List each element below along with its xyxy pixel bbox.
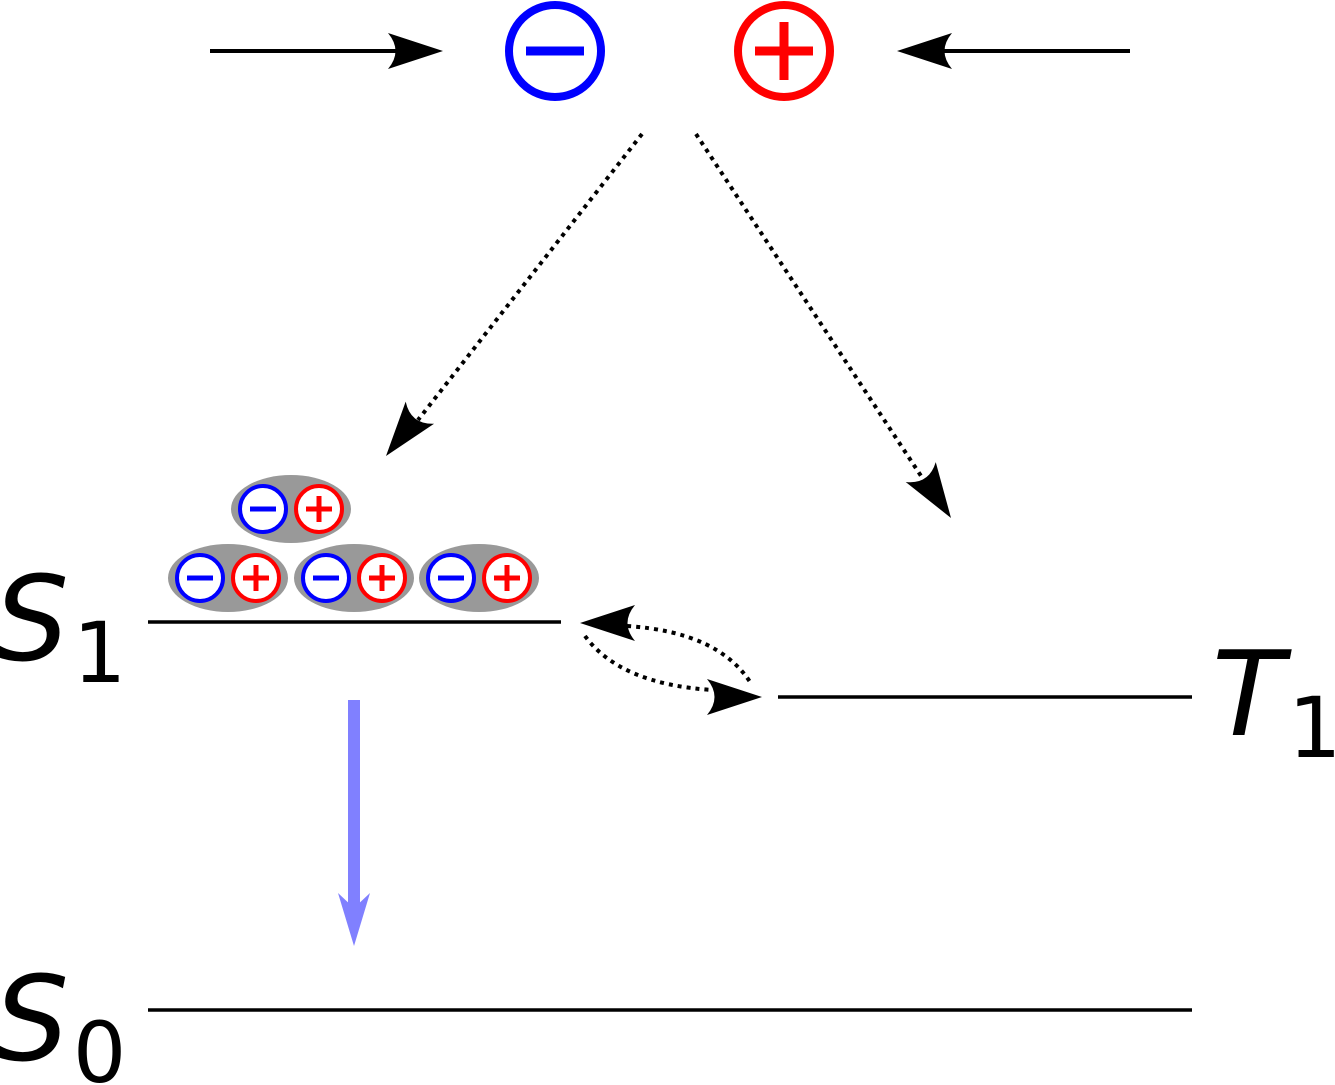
exciton: [419, 544, 539, 612]
hole-injection-arrow: [897, 33, 1130, 69]
s1-label: S1: [0, 550, 126, 702]
isc-risc-arrows: [580, 605, 762, 715]
emission-arrow: [338, 700, 370, 946]
t1-label: T1: [1212, 625, 1335, 777]
arrow-to-s1: [371, 132, 644, 468]
exciton: [168, 544, 288, 612]
electron-injection-arrow: [210, 33, 443, 69]
exciton: [294, 544, 414, 612]
arrow-to-t1: [694, 132, 967, 528]
hole-icon: [734, 1, 834, 101]
s0-label: S0: [0, 950, 126, 1085]
exciton: [231, 475, 351, 543]
electron-icon: [505, 1, 605, 101]
